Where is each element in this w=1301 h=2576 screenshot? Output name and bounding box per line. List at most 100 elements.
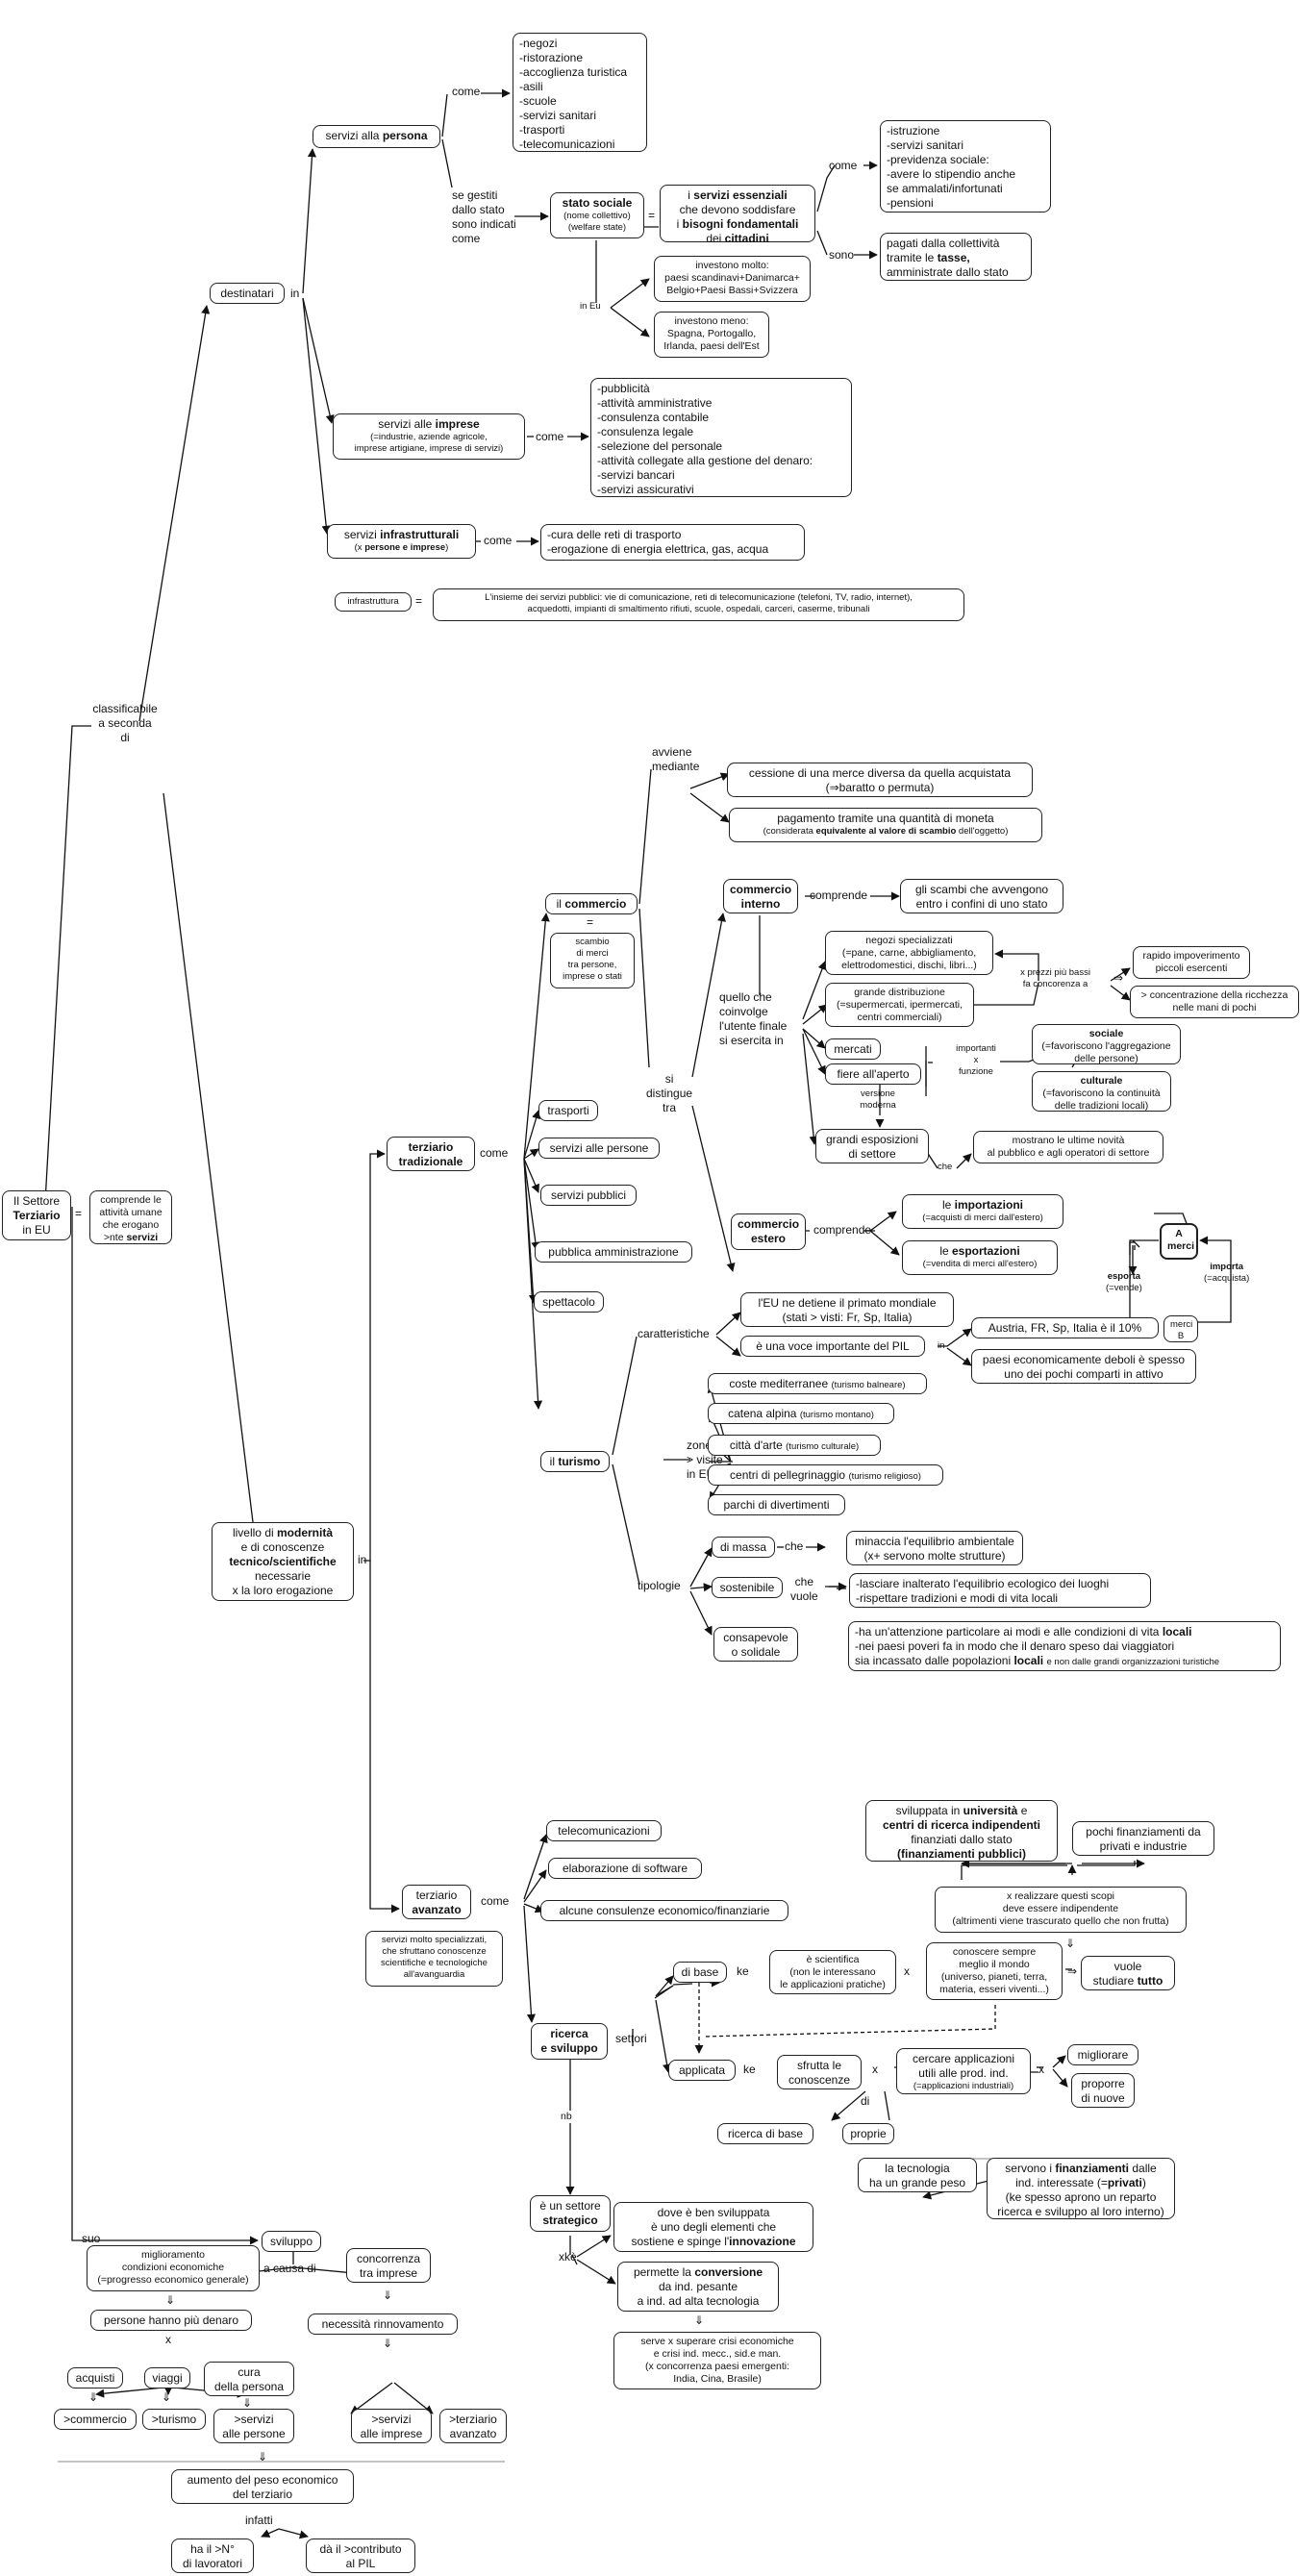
infra-box[interactable]: -cura delle reti di trasporto -erogazion… <box>540 524 805 561</box>
servizi-essenziali-node[interactable]: i servizi essenziali che devono soddisfa… <box>660 185 815 245</box>
consapevole-node[interactable]: consapevole o solidale <box>713 1627 798 1662</box>
servizi-persona-node[interactable]: servizi alla persona <box>313 125 440 148</box>
coste-box[interactable]: coste mediterranee (turismo balneare) <box>708 1373 927 1394</box>
pubblica-amministrazione-node[interactable]: pubblica amministrazione <box>535 1241 692 1263</box>
commercio-estero-node[interactable]: commercio estero <box>731 1213 806 1250</box>
merci-a-node[interactable]: A merci <box>1160 1223 1198 1260</box>
vuole-box[interactable]: vuole studiare tutto <box>1081 1956 1175 1990</box>
esportazioni-box[interactable]: le esportazioni(=vendita di merci all'es… <box>902 1240 1058 1275</box>
conoscere-box[interactable]: conoscere sempre meglio il mondo (univer… <box>926 1942 1063 2000</box>
consulenze-node[interactable]: alcune consulenze economico/finanziarie <box>540 1900 788 1921</box>
stato-sociale-node[interactable]: stato sociale(nome collettivo) (welfare … <box>550 192 644 238</box>
imprese-box[interactable]: -pubblicità -attività amministrative -co… <box>590 378 852 497</box>
sost-box[interactable]: -lasciare inalterato l'equilibrio ecolog… <box>849 1573 1151 1608</box>
austria-box[interactable]: Austria, FR, Sp, Italia è il 10% <box>971 1317 1159 1338</box>
miglioramento-box[interactable]: miglioramento condizioni economiche (=pr… <box>87 2245 260 2291</box>
terziario-tradizionale-node[interactable]: terziario tradizionale <box>387 1137 475 1171</box>
turismo-plus[interactable]: >turismo <box>142 2409 206 2430</box>
infrastruttura-word[interactable]: infrastruttura <box>335 592 412 612</box>
pil-box[interactable]: è una voce importante del PIL <box>740 1336 925 1357</box>
telecomunicazioni-node[interactable]: telecomunicazioni <box>546 1820 662 1841</box>
massa-node[interactable]: di massa <box>712 1537 775 1558</box>
lavoratori-box[interactable]: ha il >N° di lavoratori <box>171 2538 254 2573</box>
root-definition[interactable]: comprende le attività umane che erogano … <box>89 1190 172 1244</box>
di-base-node[interactable]: di base <box>673 1962 727 1983</box>
gdo-box[interactable]: grande distribuzione (=supermercati, ipe… <box>825 983 974 1027</box>
novita-box[interactable]: mostrano le ultime novità al pubblico e … <box>973 1131 1163 1163</box>
commercio-interno-node[interactable]: commercio interno <box>723 879 798 913</box>
applicata-node[interactable]: applicata <box>668 2060 736 2081</box>
infrastruttura-def[interactable]: L'insieme dei servizi pubblici: vie di c… <box>433 588 964 621</box>
sociale-box[interactable]: sociale (=favoriscono l'aggregazione del… <box>1032 1024 1181 1064</box>
ricerca-sviluppo-node[interactable]: ricerca e sviluppo <box>531 2023 608 2060</box>
finanziamenti-box[interactable]: servono i finanziamenti dalle ind. inter… <box>987 2158 1175 2219</box>
trasporti-node[interactable]: trasporti <box>538 1100 598 1121</box>
cercare-box[interactable]: cercare applicazioni utili alle prod. in… <box>896 2048 1031 2094</box>
dove-box[interactable]: dove è ben sviluppata è uno degli elemen… <box>613 2202 813 2252</box>
commercio-node[interactable]: il commercio <box>545 893 638 914</box>
destinatari-node[interactable]: destinatari <box>210 283 285 304</box>
culturale-box[interactable]: culturale (=favoriscono la continuità de… <box>1032 1071 1171 1112</box>
terziario-avanzato-plus[interactable]: >terziario avanzato <box>439 2409 507 2443</box>
migliorare-box[interactable]: migliorare <box>1067 2044 1138 2065</box>
fiere-box[interactable]: fiere all'aperto <box>825 1063 921 1085</box>
interno-box[interactable]: gli scambi che avvengono entro i confini… <box>900 879 1063 913</box>
merci-b-node[interactable]: merci B <box>1163 1315 1198 1342</box>
parchi-box[interactable]: parchi di divertimenti <box>708 1494 845 1515</box>
servizi-persone-node[interactable]: servizi alle persone <box>538 1138 660 1159</box>
terziario-avanzato-node[interactable]: terziario avanzato <box>402 1885 471 1919</box>
proporre-box[interactable]: proporre di nuove <box>1071 2073 1135 2108</box>
servizi-pubblici-node[interactable]: servizi pubblici <box>540 1185 637 1206</box>
proprie-box[interactable]: proprie <box>842 2123 894 2144</box>
massa-box[interactable]: minaccia l'equilibrio ambientale (x+ ser… <box>846 1531 1023 1565</box>
baratto-box[interactable]: cessione di una merce diversa da quella … <box>727 763 1033 797</box>
universita-box[interactable]: sviluppata in università e centri di ric… <box>865 1800 1058 1862</box>
servizi-persone-plus[interactable]: >servizi alle persone <box>213 2409 294 2443</box>
acquisti-box[interactable]: acquisti <box>67 2367 123 2388</box>
citta-box[interactable]: città d'arte (turismo culturale) <box>708 1435 881 1456</box>
commercio-plus[interactable]: >commercio <box>54 2409 137 2430</box>
stato-sono-box[interactable]: pagati dalla collettività tramite le tas… <box>880 233 1032 281</box>
aumento-box[interactable]: aumento del peso economico del terziario <box>171 2469 354 2504</box>
investono-meno-box[interactable]: investono meno: Spagna, Portogallo, Irla… <box>654 312 769 358</box>
stato-come-box[interactable]: -istruzione -servizi sanitari -previdenz… <box>880 120 1051 213</box>
software-node[interactable]: elaborazione di software <box>548 1858 702 1879</box>
turismo-node[interactable]: il turismo <box>540 1451 610 1472</box>
conversione-box[interactable]: permette la conversione da ind. pesante … <box>617 2262 779 2312</box>
indipendente-box[interactable]: x realizzare questi scopi deve essere in… <box>935 1887 1187 1933</box>
concorrenza-imprese-box[interactable]: concorrenza tra imprese <box>346 2248 431 2283</box>
root-node[interactable]: Il Settore Terziario in EU <box>2 1190 71 1240</box>
pochi-box[interactable]: pochi finanziamenti da privati e industr… <box>1072 1821 1214 1856</box>
sostenibile-node[interactable]: sostenibile <box>712 1577 783 1598</box>
servizi-imprese-node[interactable]: servizi alle imprese(=industrie, aziende… <box>333 413 525 460</box>
pil-plus-box[interactable]: dà il >contributo al PIL <box>306 2538 415 2573</box>
sviluppo-node[interactable]: sviluppo <box>262 2231 321 2252</box>
servizi-imprese-plus[interactable]: >servizi alle imprese <box>351 2409 432 2443</box>
livello-node[interactable]: livello di modernità e di conoscenze tec… <box>212 1522 354 1601</box>
servizi-infrastrutturali-node[interactable]: servizi infrastrutturali(x persone e imp… <box>327 524 476 559</box>
rapido-box[interactable]: rapido impoverimento piccoli esercenti <box>1133 946 1250 979</box>
ricerca-base-box[interactable]: ricerca di base <box>717 2123 813 2144</box>
rinnovamento-box[interactable]: necessità rinnovamento <box>308 2313 458 2335</box>
strategico-node[interactable]: è un settore strategico <box>530 2195 611 2232</box>
concentrazione-box[interactable]: > concentrazione della ricchezza nelle m… <box>1130 986 1299 1018</box>
crisi-box[interactable]: serve x superare crisi economiche e cris… <box>613 2332 821 2389</box>
sfrutta-box[interactable]: sfrutta le conoscenze <box>777 2055 862 2089</box>
deboli-box[interactable]: paesi economicamente deboli è spesso uno… <box>971 1349 1196 1384</box>
denaro-box[interactable]: persone hanno più denaro <box>90 2310 252 2331</box>
persona-examples[interactable]: -negozi -ristorazione -accoglienza turis… <box>513 33 647 152</box>
tecnologia-box[interactable]: la tecnologia ha un grande peso <box>858 2158 977 2192</box>
commercio-def[interactable]: scambio di merci tra persone, imprese o … <box>550 933 635 988</box>
mercati-box[interactable]: mercati <box>825 1038 881 1060</box>
esposizioni-box[interactable]: grandi esposizioni di settore <box>815 1129 929 1163</box>
centri-box[interactable]: centri di pellegrinaggio (turismo religi… <box>708 1464 943 1486</box>
importazioni-box[interactable]: le importazioni(=acquisti di merci dall'… <box>902 1194 1063 1229</box>
avz-def[interactable]: servizi molto specializzati, che sfrutta… <box>365 1931 503 1987</box>
spettacolo-node[interactable]: spettacolo <box>534 1291 604 1313</box>
primato-box[interactable]: l'EU ne detiene il primato mondiale (sta… <box>740 1292 954 1327</box>
viaggi-box[interactable]: viaggi <box>144 2367 190 2388</box>
investono-molto-box[interactable]: investono molto: paesi scandinavi+Danima… <box>654 256 811 302</box>
moneta-box[interactable]: pagamento tramite una quantità di moneta… <box>729 808 1042 842</box>
negozi-box[interactable]: negozi specializzati (=pane, carne, abbi… <box>825 931 993 975</box>
cura-box[interactable]: cura della persona <box>204 2362 294 2396</box>
